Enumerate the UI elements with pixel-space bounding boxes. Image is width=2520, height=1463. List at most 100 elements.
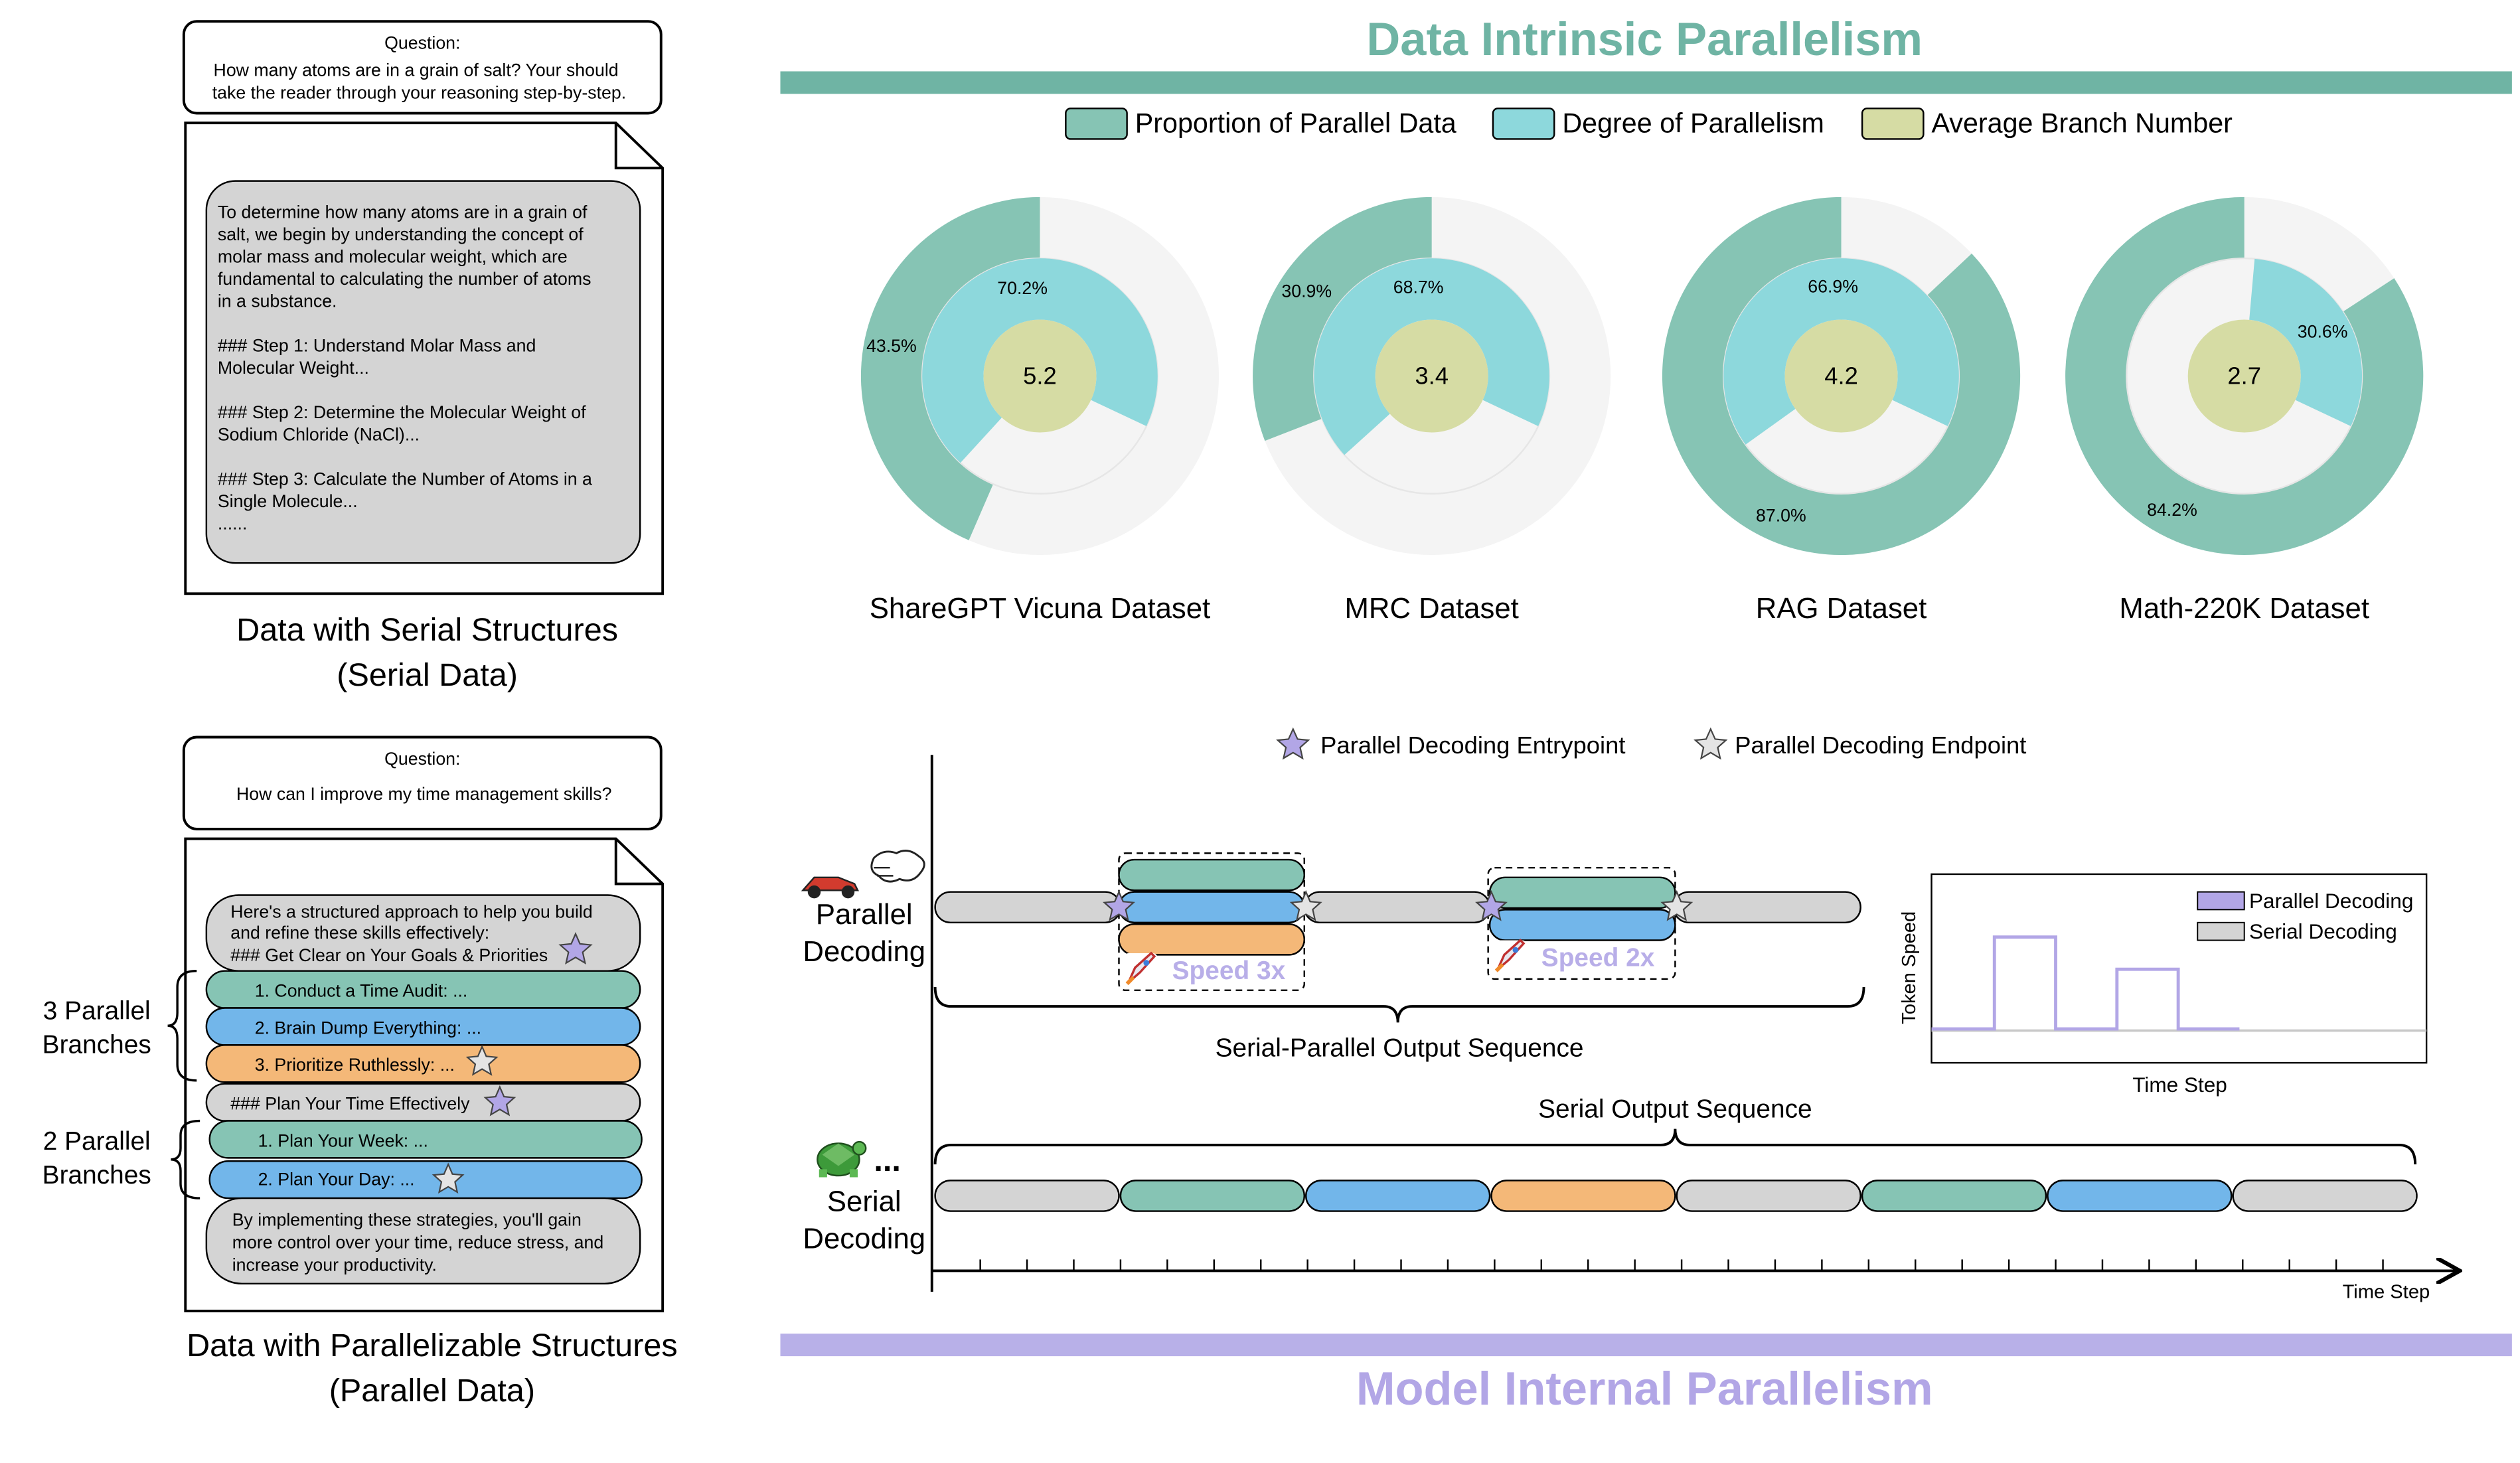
end-star-icon <box>432 1162 465 1194</box>
intro-line2: and refine these skills effectively: <box>230 923 489 943</box>
dataset-charts: 5.243.5%70.2%ShareGPT Vicuna Dataset3.43… <box>860 196 2424 625</box>
intro-line3: ### Get Clear on Your Goals & Priorities <box>230 945 548 965</box>
serial-answer-line: ### Step 1: Understand Molar Mass and <box>218 336 536 356</box>
serial-decoding-label2: Decoding <box>803 1222 925 1255</box>
brace-label-b1: 2 Parallel <box>43 1127 151 1156</box>
outer-value-label: 84.2% <box>2147 500 2197 520</box>
donut-chart: 5.243.5%70.2%ShareGPT Vicuna Dataset <box>860 196 1220 625</box>
serial-sequence-brace <box>933 1128 2417 1165</box>
entry-star-icon <box>1475 889 1508 921</box>
dataset-name: ShareGPT Vicuna Dataset <box>870 592 1210 625</box>
speed2-label: Speed 2x <box>1541 943 1655 972</box>
serial-data-panel: Question: How many atoms are in a grain … <box>182 20 665 693</box>
sp-sequence-brace <box>933 986 1865 1023</box>
outer-value-label: 43.5% <box>866 336 917 356</box>
sp-sequence-label: Serial-Parallel Output Sequence <box>1216 1034 1584 1062</box>
branch-a2-label: 2. Brain Dump Everything: ... <box>255 1018 481 1038</box>
serial-answer-line: ### Step 3: Calculate the Number of Atom… <box>218 469 592 489</box>
outro-line3: increase your productivity. <box>232 1255 437 1274</box>
entry-star-icon <box>483 1085 516 1116</box>
serial-sequence-label: Serial Output Sequence <box>1538 1095 1812 1124</box>
outro-line1: By implementing these strategies, you'll… <box>232 1209 582 1229</box>
inner-ring-degree <box>1723 258 1959 445</box>
parallel-document-fold <box>614 838 663 886</box>
timeline-axis-label: Time Step <box>2343 1282 2430 1303</box>
sd-segment-gray <box>934 1180 1120 1212</box>
pd-serial-segment <box>1303 891 1491 924</box>
outer-ring-proportion <box>860 196 1040 540</box>
donut-chart: 4.287.0%66.9%RAG Dataset <box>1662 196 2021 625</box>
branch-b2-label: 2. Plan Your Day: ... <box>258 1170 415 1190</box>
parallel-data-panel: Question: How can I improve my time mana… <box>42 735 678 1409</box>
inset-legend-parallel: Parallel Decoding <box>2249 889 2413 913</box>
serial-question-line1: How many atoms are in a grain of salt? Y… <box>214 60 619 80</box>
serial-answer-text: To determine how many atoms are in a gra… <box>218 202 592 533</box>
sd-segment-blue <box>1305 1180 1491 1212</box>
pd-branch-blue <box>1118 891 1306 924</box>
legend-label-degree: Degree of Parallelism <box>1562 108 1824 139</box>
center-value: 4.2 <box>1824 362 1858 390</box>
legend-end-star-icon <box>1693 727 1728 760</box>
serial-question-title: Question: <box>384 33 460 52</box>
donut-chart: 3.430.9%68.7%MRC Dataset <box>1253 196 1611 625</box>
center-branch-number <box>1784 319 1898 433</box>
legend-end-label: Parallel Decoding Endpoint <box>1735 732 2026 759</box>
parallel-question-title: Question: <box>384 749 460 769</box>
section-title-top: Data Intrinsic Parallelism <box>1366 13 1923 65</box>
center-value: 5.2 <box>1023 362 1057 390</box>
branch-a3-label: 3. Prioritize Ruthlessly: ... <box>255 1055 455 1075</box>
middle-label: ### Plan Your Time Effectively <box>230 1094 470 1114</box>
parallel-decoding-label1: Parallel <box>816 898 913 931</box>
bottom-divider-bar <box>780 1334 2512 1357</box>
legend-label-branch: Average Branch Number <box>1932 108 2233 139</box>
sd-segment-gray <box>1676 1180 1861 1212</box>
entry-star-icon <box>1103 889 1135 921</box>
sd-segment-gray <box>2232 1180 2418 1212</box>
dataset-name: MRC Dataset <box>1345 592 1519 625</box>
serial-answer-line: ...... <box>218 514 248 534</box>
legend-swatch-degree <box>1492 108 1555 140</box>
legend-entry-star-icon <box>1276 727 1310 760</box>
serial-answer-line: molar mass and molecular weight, which a… <box>218 247 568 267</box>
inner-ring-degree <box>1314 258 1549 455</box>
donut-chart: 2.784.2%30.6%Math-220K Dataset <box>2065 196 2424 625</box>
inset-legend-serial: Serial Decoding <box>2249 919 2397 943</box>
outer-value-label: 30.9% <box>1281 281 1332 301</box>
serial-answer-line: fundamental to calculating the number of… <box>218 269 591 289</box>
serial-caption-line2: (Serial Data) <box>337 657 518 693</box>
parallel-caption-line1: Data with Parallelizable Structures <box>187 1328 678 1363</box>
serial-answer-line: Molecular Weight... <box>218 358 369 378</box>
pd-branch-orange <box>1118 923 1306 956</box>
center-value: 3.4 <box>1415 362 1449 390</box>
serial-answer-line: Single Molecule... <box>218 491 358 511</box>
turtle-icon <box>817 1140 867 1178</box>
branch-a3 <box>205 1044 641 1083</box>
rocket-icon <box>1492 939 1527 974</box>
center-branch-number <box>983 319 1097 433</box>
serial-answer-line: To determine how many atoms are in a gra… <box>218 202 588 222</box>
sd-segment-orange <box>1490 1180 1676 1212</box>
outro-line2: more control over your time, reduce stre… <box>232 1232 604 1252</box>
legend-entry-label: Parallel Decoding Entrypoint <box>1320 732 1625 759</box>
serial-caption-line1: Data with Serial Structures <box>236 612 618 648</box>
inner-ring-degree <box>922 258 1158 463</box>
legend-swatch-branch <box>1861 108 1925 140</box>
outer-value-label: 87.0% <box>1756 506 1806 526</box>
pd-branch-teal <box>1488 876 1676 909</box>
pd-branch-blue <box>1488 909 1676 941</box>
pd-serial-segment <box>1672 891 1861 924</box>
inset-xlabel: Time Step <box>2132 1073 2227 1097</box>
model-parallelism-section: Model Internal Parallelism Parallel Deco… <box>780 727 2512 1415</box>
parallel-question-text: How can I improve my time management ski… <box>236 784 611 804</box>
serial-answer-line: Sodium Chloride (NaCl)... <box>218 425 420 445</box>
token-speed-inset: Parallel Decoding Serial Decoding Token … <box>1899 873 2428 1097</box>
sd-segment-blue <box>2047 1180 2233 1212</box>
rocket-icon <box>1123 951 1158 987</box>
serial-decoding-label1: Serial <box>827 1186 902 1218</box>
inner-ring-degree <box>2249 258 2362 426</box>
pd-serial-segment <box>934 891 1122 924</box>
sd-segment-teal <box>1119 1180 1306 1212</box>
branch-b1-label: 1. Plan Your Week: ... <box>258 1130 428 1150</box>
serial-question-line2: take the reader through your reasoning s… <box>212 83 626 103</box>
